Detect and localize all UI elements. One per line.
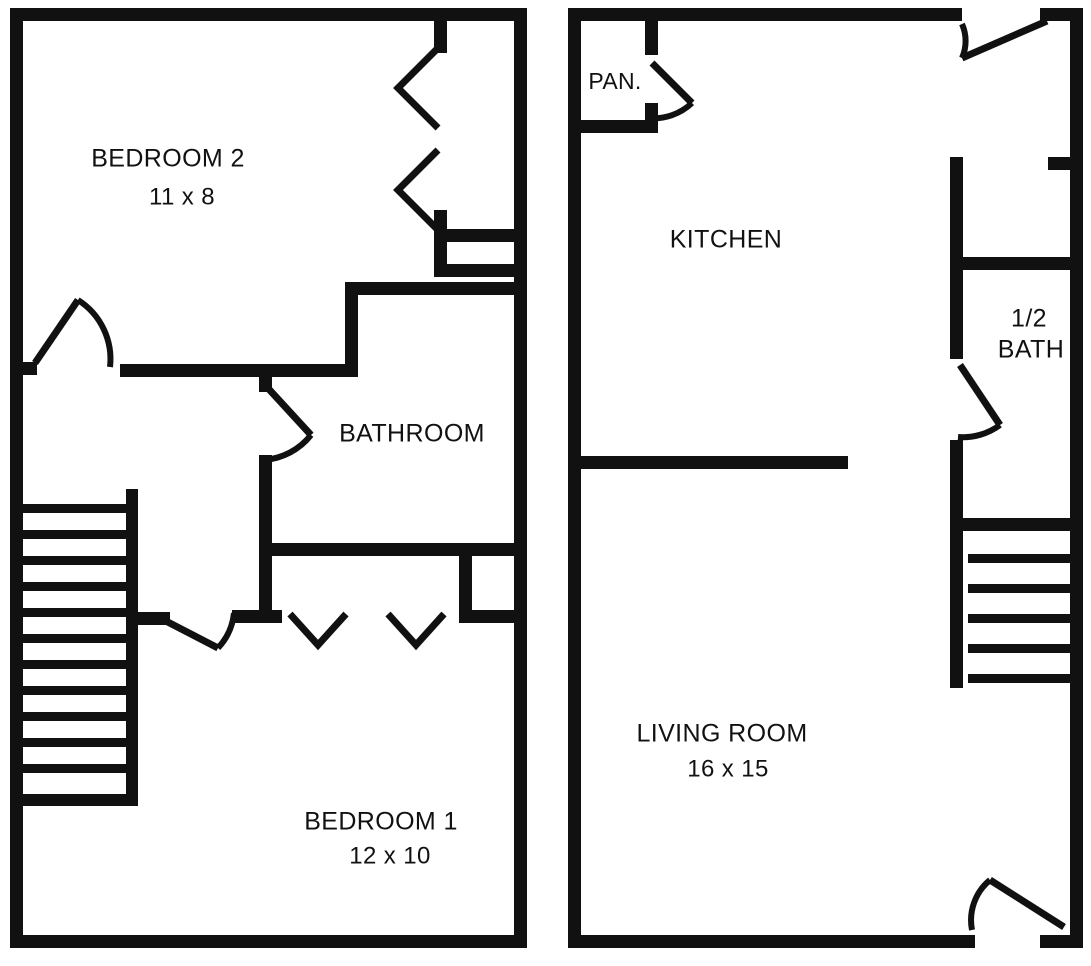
bedroom1-partition-vertical [259, 543, 272, 623]
room-dimension-bedroom1: 12 x 10 [349, 842, 431, 869]
stair-tread [22, 660, 130, 669]
upper-exterior-wall-bottom [10, 935, 527, 948]
closet-jamb-top [434, 21, 447, 53]
lower-exterior-wall-top [568, 8, 962, 21]
pantry-door-panel[interactable] [649, 60, 695, 106]
room-label-kitchen: KITCHEN [670, 226, 783, 254]
stair-tread [22, 582, 130, 591]
stair-tread [22, 686, 130, 695]
lower-exterior-wall-right [1070, 8, 1083, 948]
pantry-south-wall [581, 120, 658, 133]
room-label-half-bath-line1: 1/2 [1011, 305, 1047, 333]
bedroom2-door-panel[interactable] [32, 298, 81, 365]
closet-shelf-left-wall [950, 518, 963, 688]
closet-shelf [968, 614, 1078, 623]
upper-exterior-wall-left [10, 8, 23, 948]
room-label-bathroom: BATHROOM [339, 420, 485, 448]
closet-divider-wall [434, 229, 527, 242]
stairs-bottom-wall [17, 794, 138, 806]
upper-exterior-wall-top [10, 8, 527, 21]
stair-tread [22, 608, 130, 617]
half-bath-door-arc [957, 422, 1002, 441]
bedroom1-closet-bifold-left-icon[interactable] [287, 611, 349, 651]
upper-level-unit: BEDROOM 2 11 x 8 BATHROOM BEDROOM 1 12 x… [10, 8, 527, 948]
room-label-half-bath-line2: BATH [998, 336, 1064, 364]
lower-exterior-wall-bottom [568, 935, 975, 948]
kitchen-door-arc [959, 22, 969, 60]
stair-tread [22, 530, 130, 539]
kitchen-door-panel[interactable] [960, 17, 1049, 62]
bathroom-wall-step-vertical [345, 282, 358, 364]
half-bath-west-wall-upper [950, 157, 963, 269]
bedroom1-door-header-left [232, 610, 282, 623]
bedroom2-closet-bifold-upper-icon[interactable] [393, 45, 441, 131]
closet-shelf-top-wall [950, 518, 1083, 531]
lower-level-unit: PAN. KITCHEN 1/2 BATH LIVING ROOM 16 x 1… [568, 8, 1083, 948]
closet-shelf [968, 674, 1078, 683]
bedroom2-door-arc [76, 297, 114, 368]
half-bath-top-stub [1048, 157, 1083, 170]
stair-tread [22, 504, 130, 513]
upper-exterior-wall-right [514, 8, 527, 948]
stair-tread [22, 764, 130, 773]
stair-tread [22, 738, 130, 747]
bathroom-west-wall [259, 455, 272, 548]
living-room-door-arc [968, 877, 992, 931]
room-label-pantry: PAN. [588, 68, 641, 94]
pantry-wall-upper [645, 21, 658, 55]
room-label-living-room: LIVING ROOM [636, 720, 807, 748]
bedroom1-closet-bottom-wall [459, 610, 527, 623]
bathroom-door-panel[interactable] [263, 383, 314, 438]
stairs [22, 504, 130, 773]
room-dimension-living-room: 16 x 15 [687, 755, 769, 782]
half-bath-west-wall-middle [950, 269, 963, 359]
room-dimension-bedroom2: 11 x 8 [149, 183, 215, 210]
kitchen-living-divider-wall [581, 456, 848, 469]
living-room-door-panel[interactable] [988, 877, 1066, 930]
bedroom2-closet-bifold-lower-icon[interactable] [393, 147, 441, 233]
bedroom1-closet-divider [459, 543, 472, 623]
pantry-door-arc [647, 100, 695, 122]
stair-tread [22, 634, 130, 643]
stairs-right-wall [126, 489, 138, 805]
bedroom1-door-panel[interactable] [158, 614, 220, 652]
closet-shelf [968, 554, 1078, 563]
closet-shelves [968, 554, 1078, 683]
bedroom1-door-arc [215, 612, 237, 651]
bathroom-wall-top [345, 282, 527, 295]
bedroom1-closet-bifold-right-icon[interactable] [385, 611, 447, 651]
bathroom-south-wall [259, 543, 527, 556]
room-label-bedroom1: BEDROOM 1 [304, 808, 458, 836]
stair-tread [22, 556, 130, 565]
lower-exterior-wall-left [568, 8, 581, 948]
room-label-bedroom2: BEDROOM 2 [91, 145, 245, 173]
bedroom2-south-wall [120, 364, 358, 377]
half-bath-north-wall [950, 257, 1083, 270]
bedroom2-door-jamb [17, 362, 37, 375]
closet-shelf [968, 644, 1078, 653]
stair-tread [22, 712, 130, 721]
closet-bottom-wall [434, 264, 527, 277]
half-bath-west-wall-lower [950, 440, 963, 530]
half-bath-door-panel[interactable] [957, 363, 1003, 427]
closet-shelf [968, 584, 1078, 593]
